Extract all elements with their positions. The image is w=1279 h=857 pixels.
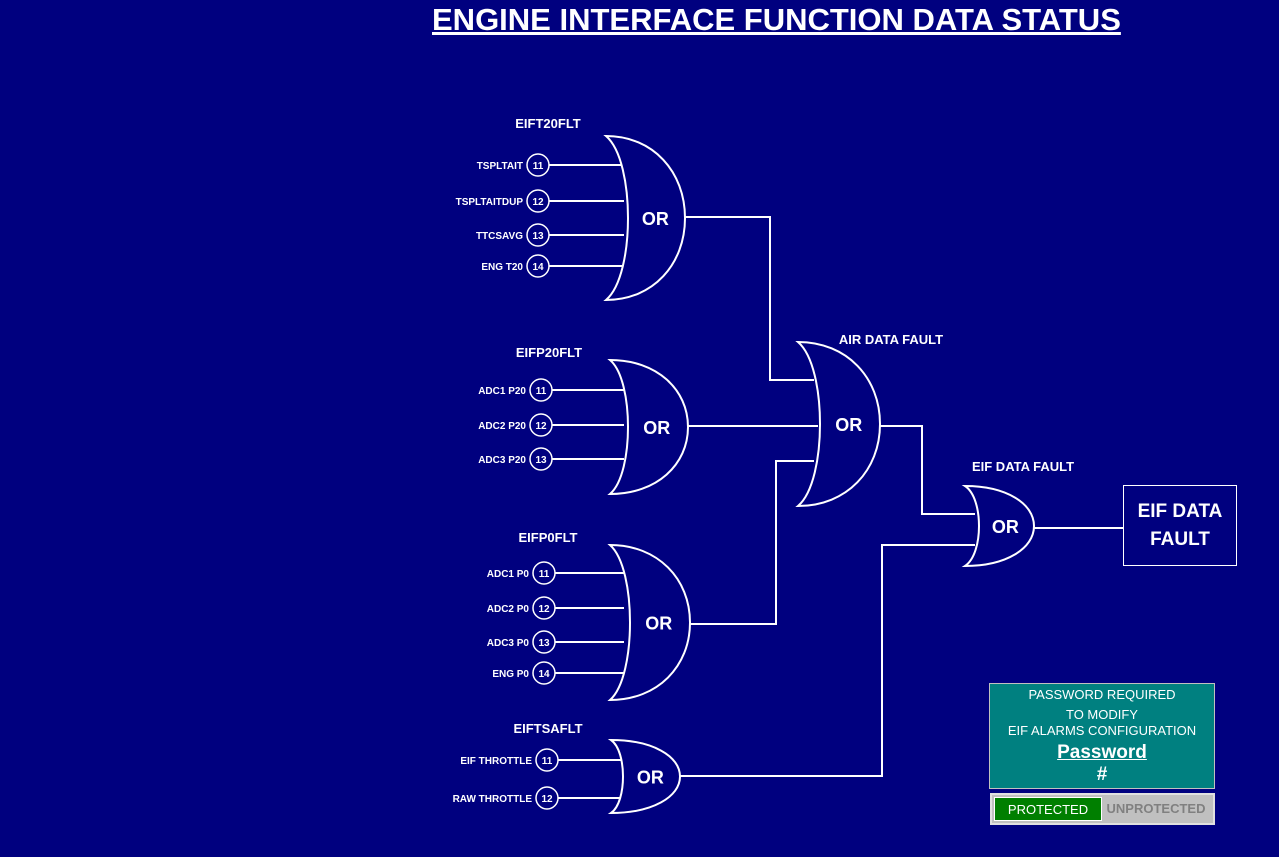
input-label: TTCSAVG [476, 231, 523, 242]
pin-circle [526, 254, 550, 278]
pin-number: 12 [535, 421, 547, 432]
pin-number: 12 [538, 604, 550, 615]
or-gate-g3 [607, 738, 682, 815]
gate-group-label: EIFTSAFLT [513, 721, 582, 736]
input-label: ADC1 P20 [478, 386, 526, 397]
pin-number: 14 [532, 262, 544, 273]
output-line2: FAULT [1150, 528, 1210, 550]
wire-eiftsaflt-to-eif [680, 544, 975, 777]
gate-group-label: AIR DATA FAULT [839, 332, 943, 347]
pin-number: 11 [542, 756, 553, 767]
gate-group-label: EIFT20FLT [515, 116, 581, 131]
input-label: ADC3 P20 [478, 455, 526, 466]
input-label: TSPLTAITDUP [456, 197, 524, 208]
input-label: ADC2 P20 [478, 421, 526, 432]
input-label: ENG T20 [481, 262, 523, 273]
protection-toggle: PROTECTED UNPROTECTED [990, 793, 1215, 825]
unprotected-button[interactable]: UNPROTECTED [1102, 797, 1210, 821]
pin-number: 14 [538, 669, 550, 680]
password-panel: PASSWORD REQUIRED TO MODIFY EIF ALARMS C… [989, 683, 1215, 789]
gate-label: OR [835, 415, 862, 435]
pin-circle [526, 223, 550, 247]
pin-circle [532, 661, 556, 685]
pin-number: 11 [533, 161, 544, 172]
pin-circle [535, 748, 559, 772]
pin-number: 11 [539, 569, 550, 580]
input-label: RAW THROTTLE [453, 794, 533, 805]
password-hash: # [1096, 764, 1108, 785]
or-gate-g2 [607, 543, 692, 702]
wire-eift20flt-to-air [685, 216, 814, 381]
pin-number: 11 [536, 386, 547, 397]
to-modify-text: TO MODIFY [1066, 707, 1138, 722]
or-gate-g0 [603, 134, 687, 302]
gate-label: OR [992, 517, 1019, 537]
output-line1: EIF DATA [1137, 500, 1223, 522]
gate-group-label: EIF DATA FAULT [972, 459, 1074, 474]
gate-label: OR [642, 209, 669, 229]
pin-number: 13 [535, 455, 547, 466]
eif-data-fault-indicator: EIF DATA FAULT [1123, 485, 1237, 566]
pin-circle [535, 786, 559, 810]
input-label: ADC3 P0 [487, 638, 530, 649]
wire-eifp0flt-to-air [690, 460, 814, 625]
input-label: EIF THROTTLE [460, 756, 532, 767]
pin-number: 13 [532, 231, 544, 242]
pin-circle [529, 378, 553, 402]
or-gate-eif [961, 484, 1036, 568]
pin-circle [529, 413, 553, 437]
or-gate-g1 [607, 358, 690, 496]
page-title: ENGINE INTERFACE FUNCTION DATA STATUS [432, 2, 1121, 37]
pin-circle [526, 153, 550, 177]
input-label: ADC1 P0 [487, 569, 530, 580]
gate-group-label: EIFP20FLT [516, 345, 582, 360]
gate-label: OR [643, 418, 670, 438]
gate-group-label: EIFP0FLT [519, 530, 578, 545]
pin-number: 13 [538, 638, 550, 649]
input-label: TSPLTAIT [477, 161, 523, 172]
pin-circle [526, 189, 550, 213]
input-label: ADC2 P0 [487, 604, 530, 615]
pin-circle [529, 447, 553, 471]
password-link[interactable]: Password [1057, 742, 1147, 763]
gate-label: OR [645, 614, 672, 634]
pin-circle [532, 596, 556, 620]
eif-alarms-config-text: EIF ALARMS CONFIGURATION [1007, 723, 1197, 738]
pin-number: 12 [532, 197, 544, 208]
protected-button[interactable]: PROTECTED [994, 797, 1102, 821]
gate-label: OR [637, 768, 664, 788]
password-required-text: PASSWORD REQUIRED [1028, 687, 1176, 702]
or-gate-air [795, 340, 882, 508]
input-label: ENG P0 [492, 669, 529, 680]
pin-number: 12 [541, 794, 553, 805]
wire-air-to-eif [880, 425, 975, 515]
pin-circle [532, 630, 556, 654]
pin-circle [532, 561, 556, 585]
